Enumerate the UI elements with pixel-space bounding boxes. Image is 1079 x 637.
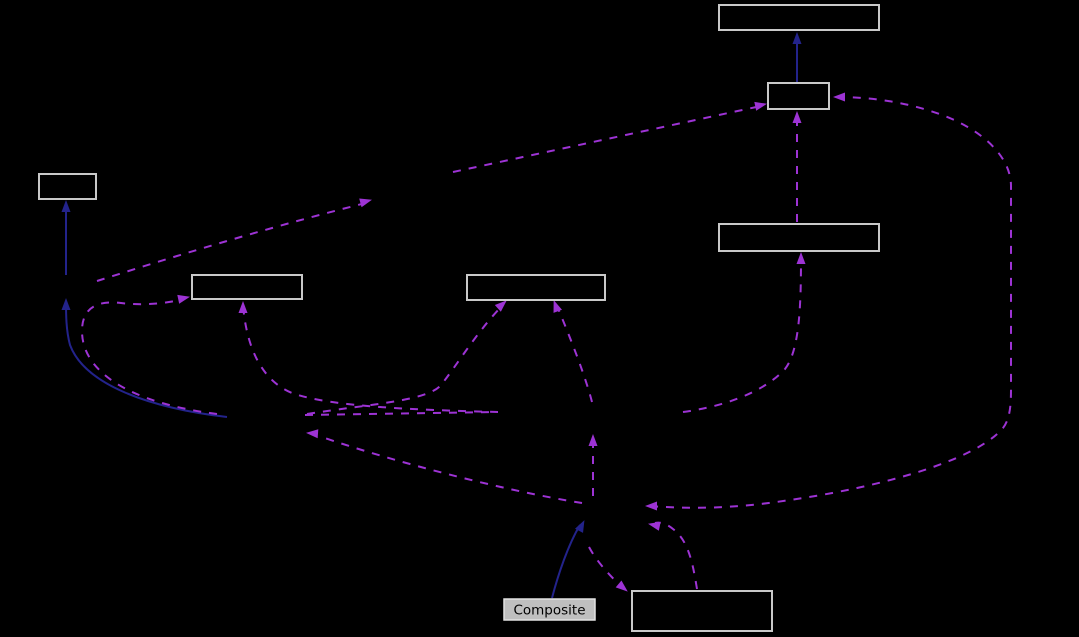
edge-usage-center-to-left-node [306,429,583,504]
edge-inherit-curve-left-line [65,300,228,418]
edge-usage-middle-band-segment [304,411,499,416]
edge-usage-band-to-midleft-arrowhead-0-icon [238,301,248,313]
diagram-node-upper-mid[interactable] [767,82,830,110]
diagram-node-mid-left[interactable] [191,274,303,300]
diagram-node-mid-center[interactable] [466,274,606,301]
edge-inherit-curve-left-arrowhead-0-icon [61,298,71,310]
edge-inherit-to-left-box-arrowhead-0-icon [61,200,71,212]
edge-usage-loop-to-midleft-line [80,298,218,415]
diagram-node-bottom-right[interactable] [631,590,773,632]
edge-usage-loop-to-midleft [80,294,218,415]
edge-usage-loop-to-midleft-arrowhead-0-icon [177,294,190,304]
edge-usage-band-to-midleft-line [242,304,499,413]
edge-inherit-curve-left [61,298,228,418]
diagram-node-mid-right[interactable] [718,223,880,252]
edge-usage-left-diagonal [96,198,372,282]
edge-usage-big-right-loop [645,92,1012,511]
edge-usage-vertical-center [588,434,598,496]
edge-usage-short-to-midcenter-arrowhead-0-icon [553,300,562,313]
edge-usage-short-to-midcenter-line [556,305,593,403]
edge-usage-center-to-left-node-arrowhead-0-icon [306,429,319,439]
diagram-node-composite-label: Composite [513,603,585,619]
edge-usage-big-right-loop-arrowhead-0-icon [833,92,845,102]
edge-inherit-to-left-box [61,200,71,275]
edge-usage-to-upper-mid-left [452,101,767,173]
edge-usage-midright-to-uppermid-arrowhead-0-icon [792,111,802,123]
edge-usage-to-bottomright-box [588,546,628,592]
diagram-node-composite: Composite [503,598,596,621]
edge-usage-short-to-midcenter [553,300,593,403]
edge-usage-curve-to-midright [682,252,806,413]
edge-inherit-from-composite-arrowhead-0-icon [574,520,585,533]
edge-usage-to-bottomright-box-line [588,546,624,589]
edge-usage-band-to-midcenter [306,300,507,415]
edge-usage-big-right-loop-line [649,96,1012,509]
edge-usage-left-diagonal-line [96,202,367,282]
diagram-node-top[interactable] [718,4,880,31]
edge-usage-big-right-loop-arrowhead-1-icon [645,501,657,511]
diagram-node-left[interactable] [38,173,97,200]
edge-usage-left-diagonal-arrowhead-0-icon [359,198,372,208]
edge-usage-band-to-midcenter-line [306,304,504,415]
edge-usage-to-bottomright-box-arrowhead-0-icon [615,580,628,592]
edge-usage-from-bottomright-box [648,521,698,590]
edge-usage-vertical-center-arrowhead-0-icon [588,434,598,446]
edge-inherit-from-composite [551,520,585,599]
edge-usage-curve-to-midright-arrowhead-0-icon [796,252,806,264]
diagram-node-composite-box [503,598,596,621]
edge-usage-band-to-midleft [238,301,499,413]
edge-usage-middle-band-segment-line [304,411,499,416]
edge-usage-to-upper-mid-left-line [452,105,762,173]
edge-usage-center-to-left-node-line [321,436,583,504]
edge-usage-to-upper-mid-left-arrowhead-0-icon [754,101,767,111]
edge-usage-midright-to-uppermid [792,111,802,222]
edge-inherit-from-composite-line [551,524,581,599]
edge-inherit-upper-mid-to-top [792,32,802,83]
edge-usage-band-to-midcenter-arrowhead-0-icon [494,300,507,312]
edge-usage-from-bottomright-box-arrowhead-0-icon [648,521,661,531]
edge-usage-from-bottomright-box-line [654,521,698,590]
edge-usage-curve-to-midright-line [682,255,802,413]
edge-inherit-upper-mid-to-top-arrowhead-0-icon [792,32,802,44]
